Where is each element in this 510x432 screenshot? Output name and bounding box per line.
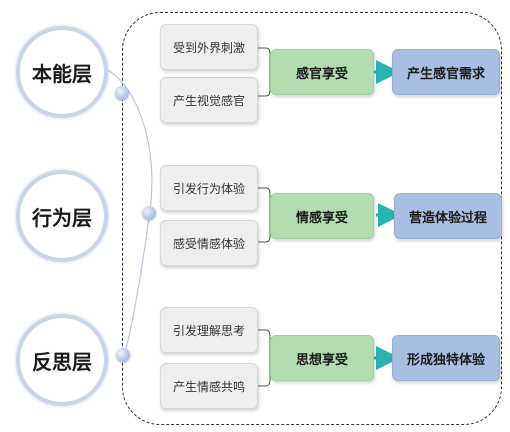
trigger-label: 引发行为体验	[172, 181, 245, 196]
trigger-box: 受到外界刺激	[160, 24, 258, 70]
connector-dot-2	[142, 206, 156, 220]
trigger-box: 引发理解思考	[160, 307, 258, 353]
enjoyment-label: 情感享受	[295, 210, 348, 226]
layer-name: 反思层	[32, 349, 92, 374]
trigger-label: 引发理解思考	[172, 323, 245, 338]
enjoyment-label: 感官享受	[295, 66, 348, 82]
layer-name: 行为层	[32, 205, 92, 230]
enjoyment-box: 情感享受	[270, 193, 374, 239]
layer-circle-instinct: 本能层	[16, 26, 108, 118]
trigger-label: 产生情感共鸣	[172, 379, 245, 394]
layer-circle-reflection: 反思层	[16, 314, 108, 406]
trigger-box: 引发行为体验	[160, 165, 258, 211]
connector-dot-3	[116, 348, 130, 362]
trigger-box: 感受情感体验	[160, 220, 258, 266]
result-label: 产生感官需求	[406, 66, 485, 82]
trigger-box: 产生情感共鸣	[160, 363, 258, 409]
result-box: 形成独特体验	[392, 335, 500, 381]
layer-name: 本能层	[32, 61, 92, 86]
trigger-label: 受到外界刺激	[172, 40, 245, 55]
bracket-3	[258, 329, 271, 387]
connector-dot-1	[115, 86, 129, 100]
enjoyment-box: 思想享受	[270, 335, 374, 381]
enjoyment-label: 思想享受	[295, 352, 348, 368]
trigger-label: 感受情感体验	[172, 236, 245, 251]
bracket-1	[258, 47, 271, 97]
result-label: 营造体验过程	[408, 210, 487, 226]
result-box: 营造体验过程	[394, 193, 502, 239]
bracket-2	[258, 187, 271, 243]
trigger-box: 产生视觉感官	[160, 77, 258, 123]
result-label: 形成独特体验	[406, 352, 485, 368]
result-box: 产生感官需求	[392, 49, 500, 95]
trigger-label: 产生视觉感官	[172, 93, 245, 108]
enjoyment-box: 感官享受	[270, 49, 374, 95]
layer-circle-behavior: 行为层	[16, 170, 108, 262]
